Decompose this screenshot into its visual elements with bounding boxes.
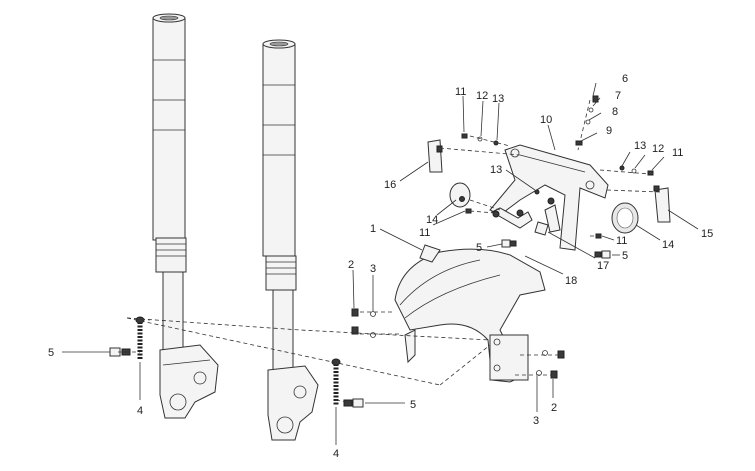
callout-11d: 11 [616,235,627,247]
alignment-lines [118,99,661,404]
brake-hose-right [331,358,341,405]
callout-15: 15 [701,228,713,240]
callout-2b: 2 [551,402,557,414]
callout-14b: 14 [662,239,674,251]
callout-8: 8 [612,106,618,118]
side-cover-right [653,185,671,223]
callout-1: 1 [370,223,376,235]
callout-5b: 5 [410,399,416,411]
callout-12a: 12 [476,90,488,102]
callout-13b: 13 [634,140,646,152]
callout-17: 17 [597,260,609,272]
leader-lines [62,82,699,445]
link-arms [490,197,561,236]
fender-bracket [489,144,609,251]
callout-7: 7 [615,90,621,102]
callout-13a: 13 [492,93,504,105]
callout-3a: 3 [370,263,376,275]
callout-6: 6 [622,73,628,85]
callout-14a: 14 [426,214,438,226]
brake-hose-left [135,316,145,360]
callout-10: 10 [540,114,552,126]
callout-3b: 3 [533,415,539,427]
callout-13c: 13 [490,164,502,176]
callout-11b: 11 [672,147,683,159]
callout-16: 16 [384,179,396,191]
reflectors [449,182,639,234]
callout-12b: 12 [652,143,664,155]
callout-4a: 4 [137,405,143,417]
callout-labels: 1 2 3 2 3 4 4 5 5 5 5 6 7 8 9 10 11 12 1… [48,73,713,460]
callout-5c: 5 [476,242,482,254]
front-fender [394,244,546,383]
callout-4b: 4 [333,448,339,460]
hardware [351,95,654,379]
callout-5a: 5 [48,347,54,359]
left-fork-leg [152,13,219,419]
right-fork-leg [262,39,319,441]
side-cover-left [427,139,443,173]
callout-5d: 5 [622,250,628,262]
callout-2a: 2 [348,259,354,271]
callout-11a: 11 [455,86,466,98]
callout-9: 9 [606,125,612,137]
callout-18: 18 [565,275,577,287]
callout-11c: 11 [419,227,430,239]
